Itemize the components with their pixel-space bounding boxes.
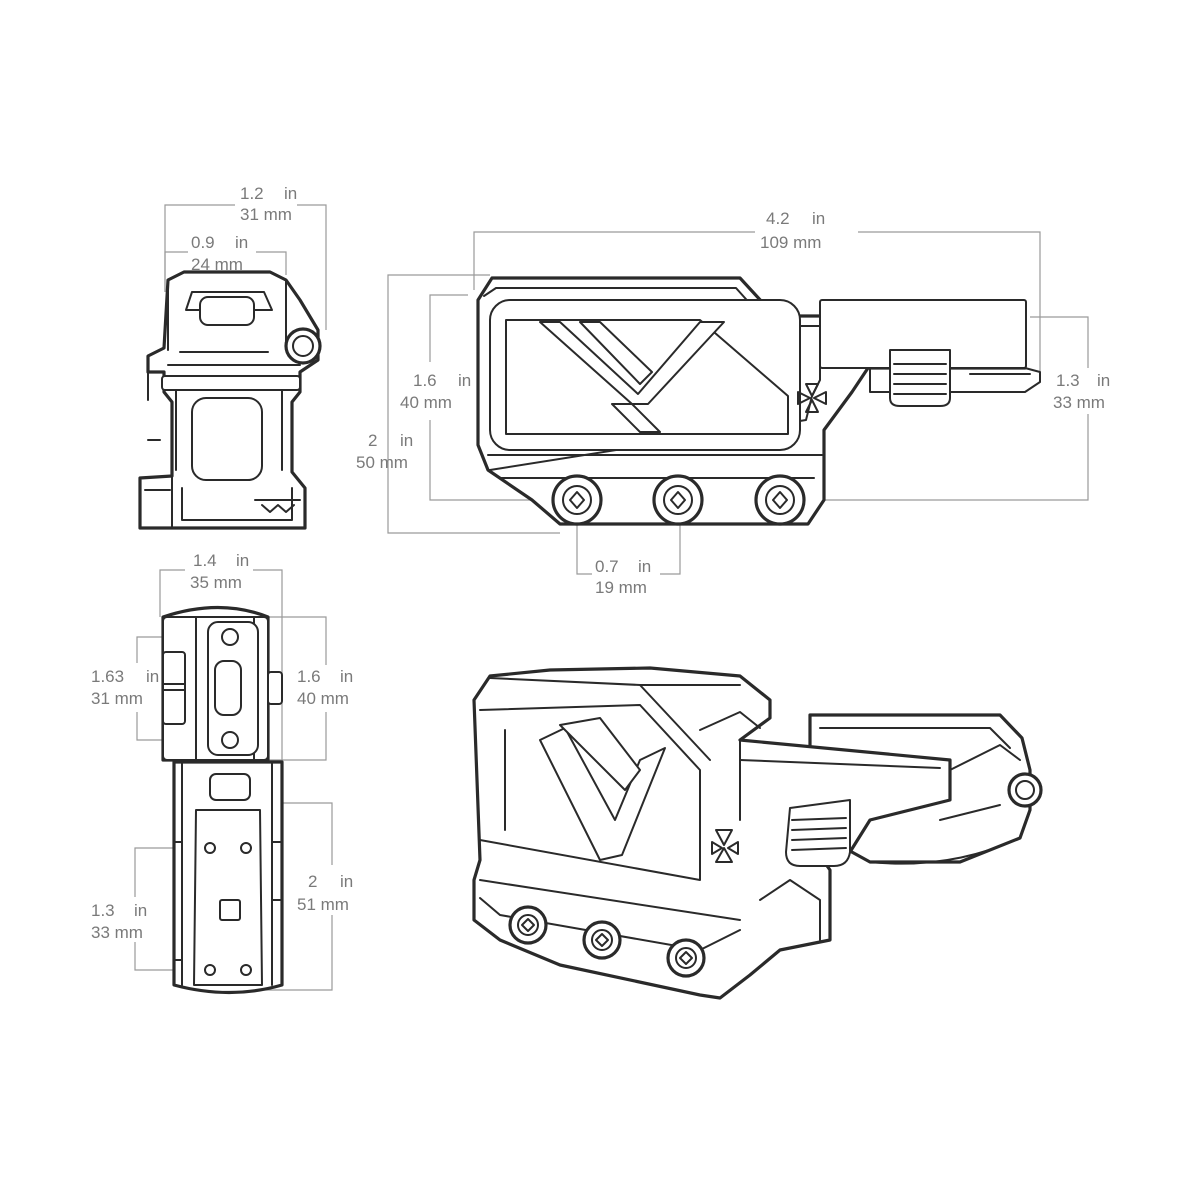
front-mount-body [138, 270, 320, 530]
svg-text:40 mm: 40 mm [297, 689, 349, 708]
svg-text:in: in [284, 184, 297, 203]
svg-text:1.3: 1.3 [1056, 371, 1080, 390]
top-right-height-label: 1.6 in 40 mm [297, 667, 353, 708]
front-view: 1.2 in 31 mm 0.9 in 24 mm [138, 184, 327, 530]
side-mount-body [476, 276, 1041, 526]
svg-text:1.63: 1.63 [91, 667, 124, 686]
top-mount-body [161, 605, 284, 995]
top-left-height-label: 1.63 in 31 mm [91, 667, 159, 708]
top-lower-length-label: 2 in 51 mm [297, 872, 353, 914]
svg-text:0.7: 0.7 [595, 557, 619, 576]
svg-text:0.9: 0.9 [191, 233, 215, 252]
isometric-view [472, 666, 1043, 1000]
svg-text:31 mm: 31 mm [91, 689, 143, 708]
iso-torx-screws [508, 905, 706, 978]
svg-text:1.4: 1.4 [193, 551, 217, 570]
top-view: 1.4 in 35 mm 1.63 in 31 mm 1.6 in 40 mm … [91, 551, 353, 995]
svg-text:in: in [134, 901, 147, 920]
svg-text:in: in [146, 667, 159, 686]
svg-text:51 mm: 51 mm [297, 895, 349, 914]
svg-text:1.3: 1.3 [91, 901, 115, 920]
svg-text:40 mm: 40 mm [400, 393, 452, 412]
top-hole-spacing-label: 1.3 in 33 mm [91, 901, 147, 942]
iso-logo-icon [711, 829, 739, 863]
svg-text:in: in [340, 872, 353, 891]
svg-text:109 mm: 109 mm [760, 233, 821, 252]
svg-text:in: in [400, 431, 413, 450]
svg-text:33 mm: 33 mm [91, 923, 143, 942]
svg-text:in: in [812, 209, 825, 228]
svg-text:in: in [235, 233, 248, 252]
front-overall-width-label: 1.2 in 31 mm [240, 184, 297, 224]
svg-text:1.2: 1.2 [240, 184, 264, 203]
svg-text:2: 2 [308, 872, 317, 891]
svg-text:19 mm: 19 mm [595, 578, 647, 597]
svg-text:in: in [638, 557, 651, 576]
svg-text:50 mm: 50 mm [356, 453, 408, 472]
svg-text:35 mm: 35 mm [190, 573, 242, 592]
svg-text:4.2: 4.2 [766, 209, 790, 228]
side-dimension-lines [387, 231, 1089, 575]
side-overall-length-label: 4.2 in 109 mm [760, 209, 825, 252]
side-clamp-height-label: 1.3 in 33 mm [1053, 371, 1110, 412]
front-dimension-lines [164, 204, 327, 330]
iso-main-housing [472, 666, 952, 1000]
svg-text:1.6: 1.6 [413, 371, 437, 390]
svg-text:in: in [458, 371, 471, 390]
brand-logo-icon [797, 383, 827, 413]
svg-text:24 mm: 24 mm [191, 255, 243, 274]
side-view: 4.2 in 109 mm 1.6 in 40 mm 2 in 50 mm 1.… [356, 209, 1110, 597]
front-inner-width-label: 0.9 in 24 mm [191, 233, 248, 274]
svg-text:in: in [236, 551, 249, 570]
svg-text:in: in [1097, 371, 1110, 390]
svg-text:in: in [340, 667, 353, 686]
svg-text:1.6: 1.6 [297, 667, 321, 686]
svg-text:2: 2 [368, 431, 377, 450]
front-lever-knob [284, 327, 322, 365]
top-width-label: 1.4 in 35 mm [190, 551, 249, 592]
torx-screw-icon [551, 474, 806, 526]
side-overall-height-label: 2 in 50 mm [356, 431, 413, 472]
svg-text:31 mm: 31 mm [240, 205, 292, 224]
svg-text:33 mm: 33 mm [1053, 393, 1105, 412]
side-optic-height-label: 1.6 in 40 mm [400, 371, 471, 412]
side-screw-spacing-label: 0.7 in 19 mm [595, 557, 651, 597]
